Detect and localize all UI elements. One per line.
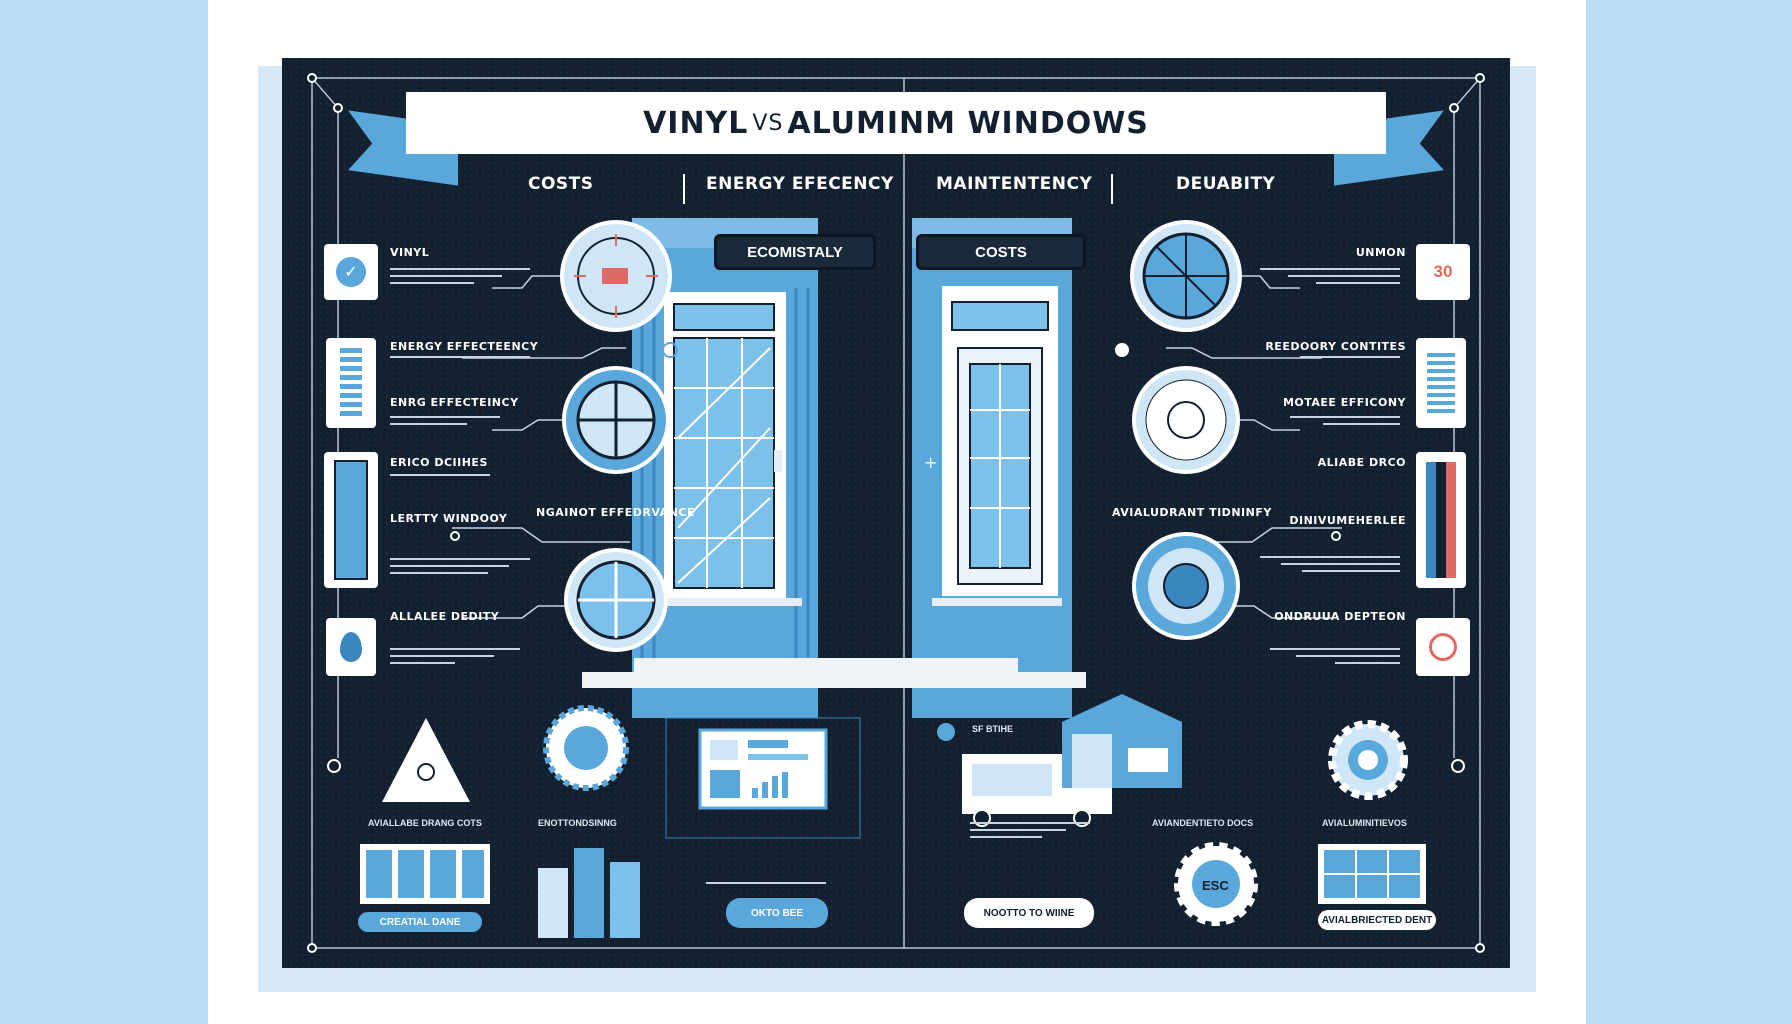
truck-title: SF BTIHE: [972, 724, 1014, 734]
water-drop-card: [326, 618, 376, 676]
document-icon: [1427, 353, 1455, 413]
truck-description: [970, 822, 1090, 843]
window-tag-left: ECOMISTALY: [714, 234, 876, 270]
left-label-2: ENERGY EFFECTEENCY: [390, 340, 539, 353]
right-label-2: REEDOORY CONTITES: [1265, 340, 1406, 353]
right-mid-label: AVIALUDRANT TIDNINFY: [1112, 506, 1272, 519]
vinyl-cost-button[interactable]: CREATIAL DANE: [358, 912, 482, 932]
title-vs: VS: [752, 110, 784, 136]
status-bars-icon: [1426, 462, 1456, 578]
gear-card: [1416, 618, 1470, 676]
window-tag-right: COSTS: [916, 234, 1086, 270]
title-part-1: VINYL: [643, 105, 749, 141]
left-text-5: [390, 558, 530, 579]
left-label-3: ENRG EFFECTEINCY: [390, 396, 519, 409]
cost-card: 30: [1416, 244, 1470, 300]
sunflower-icon: [543, 705, 629, 791]
left-text-4: [390, 474, 490, 481]
bar-chart-icon: [340, 348, 362, 418]
left-label-6: ALLALEE DEDITY: [390, 610, 500, 623]
aluminum-window-illustration: +: [912, 218, 1072, 718]
gauge-icon: [334, 460, 368, 580]
left-text-2: [390, 356, 530, 363]
caption-4: AVIALUMINITIEVOS: [1322, 818, 1407, 828]
right-label-3: MOTAEE EFFICONY: [1282, 396, 1406, 409]
document-card: [1416, 338, 1466, 428]
frame-corner-dots: [307, 73, 1485, 953]
durability-gauge-icon: [1132, 532, 1240, 640]
cost-value: 30: [1433, 262, 1453, 281]
window-round-icon-1: [562, 366, 670, 474]
badge-gear-icon: [1174, 842, 1258, 926]
title-part-2: ALUMINM WINDOWS: [787, 105, 1149, 141]
right-label-6: ONDRUUA DEPTEON: [1274, 610, 1406, 623]
right-text-5: [1260, 556, 1400, 577]
left-text-6: [390, 648, 520, 669]
right-text-6: [1270, 648, 1400, 669]
right-text-3: [1290, 416, 1400, 430]
right-label-5: DINIVUMEHERLEE: [1289, 514, 1406, 527]
right-text-2: [1300, 356, 1400, 363]
category-maintenance: MAINTENTENCY: [936, 174, 1093, 194]
board-graphics: +: [282, 58, 1510, 968]
left-label-4: ERICO DCIIHES: [390, 456, 488, 469]
caption-2: ENOTTONDSINNG: [538, 818, 617, 828]
svg-text:+: +: [924, 453, 937, 472]
left-mid-label: NGAINOT EFFEDRVANCE: [536, 506, 695, 519]
category-costs: COSTS: [528, 174, 594, 194]
vinyl-window-illustration: [632, 218, 818, 718]
right-label-1: UNMON: [1355, 246, 1406, 259]
category-durability: DEUABITY: [1176, 174, 1276, 194]
right-label-4: ALIABE DRCO: [1317, 456, 1406, 469]
window-grid-button[interactable]: AVIALBRIECTED DENT: [1318, 910, 1436, 930]
category-energy: ENERGY EFECENCY: [706, 174, 894, 194]
left-text-3: [390, 416, 500, 430]
window-round-icon-2: [564, 548, 668, 652]
gauge-card: [324, 452, 378, 588]
caption-3: AVIANDENTIETO DOCS: [1152, 818, 1254, 828]
status-bars-card: [1416, 452, 1466, 588]
panels-stack-icon: [538, 848, 640, 938]
pie-chart-icon: [1130, 220, 1242, 332]
frame-lines: [311, 77, 1481, 949]
badge-text: ESC: [1202, 878, 1229, 893]
right-text-1: [1260, 268, 1400, 289]
gear-icon: [1429, 633, 1457, 661]
dashboard-description: [706, 882, 826, 889]
dashboard-screen-icon: [698, 728, 828, 810]
window-grid-icon: [1318, 844, 1426, 904]
left-label-1: VINYL: [390, 246, 430, 259]
water-drop-icon: [340, 632, 362, 662]
windows-row-icon: [360, 844, 490, 904]
caption-1: AVIALLABE DRANG COTS: [368, 818, 482, 828]
truck-button[interactable]: NOOTTO TO WIINE: [964, 898, 1094, 928]
cost-gauge-icon: [560, 220, 672, 332]
dashboard-button[interactable]: OKTO BEE: [726, 898, 828, 928]
settings-gear-icon: [1328, 720, 1408, 800]
vinyl-card: ✓: [324, 244, 378, 300]
left-text-1: [390, 268, 530, 289]
page-title: VINYL VS ALUMINM WINDOWS: [406, 92, 1386, 154]
left-label-5: LERTTY WINDOOY: [390, 512, 508, 525]
bar-chart-card: [326, 338, 376, 428]
warning-triangle-icon: [382, 718, 470, 802]
house-icon: [1062, 694, 1182, 788]
checkmark-icon: ✓: [336, 257, 366, 287]
energy-gauge-icon: [1132, 366, 1240, 474]
infographic-board: +: [282, 58, 1510, 968]
window-sill: [634, 658, 1018, 672]
